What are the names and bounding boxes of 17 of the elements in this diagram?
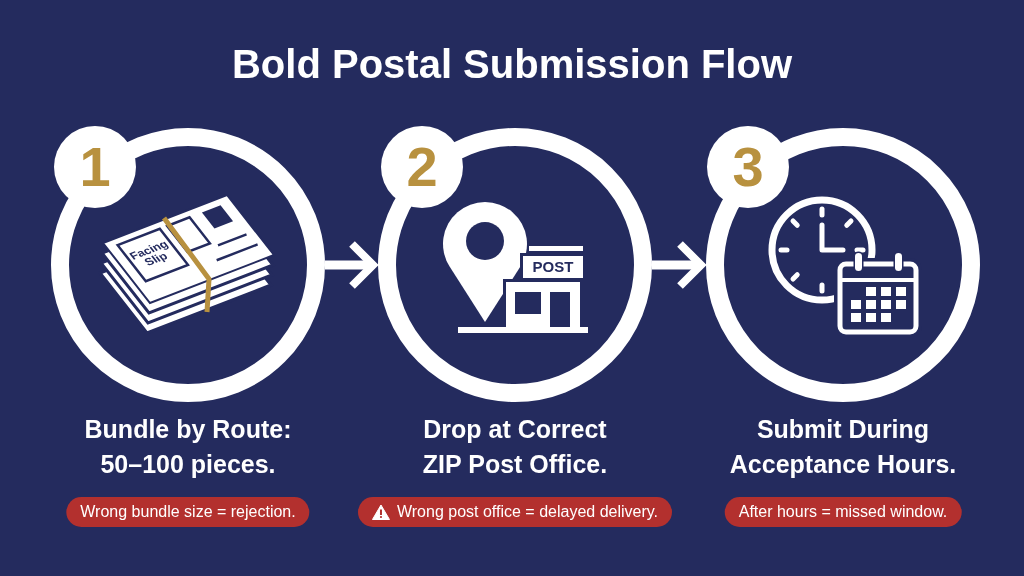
step-heading: Bundle by Route: 50–100 pieces. xyxy=(83,414,293,480)
step-number-badge: 1 xyxy=(54,126,136,208)
warning-text: Wrong post office = delayed delivery. xyxy=(397,502,658,522)
warning-banner xyxy=(358,497,672,527)
warning-banner xyxy=(724,497,962,527)
step-heading: Drop at Correct ZIP Post Office. xyxy=(421,414,609,480)
arrow xyxy=(652,240,706,290)
arrow xyxy=(325,240,378,290)
slip-label: Facing Slip xyxy=(125,236,172,270)
sign-label: POST xyxy=(531,257,575,278)
warning-text: Wrong bundle size = rejection. xyxy=(80,502,296,522)
step-number-badge: 3 xyxy=(707,126,789,208)
warning-text: After hours = missed window. xyxy=(738,502,948,522)
warning-banner xyxy=(66,497,310,527)
step-heading: Submit During Acceptance Hours. xyxy=(728,414,958,480)
step-number-badge: 2 xyxy=(381,126,463,208)
title: Bold Postal Submission Flow xyxy=(232,41,792,88)
